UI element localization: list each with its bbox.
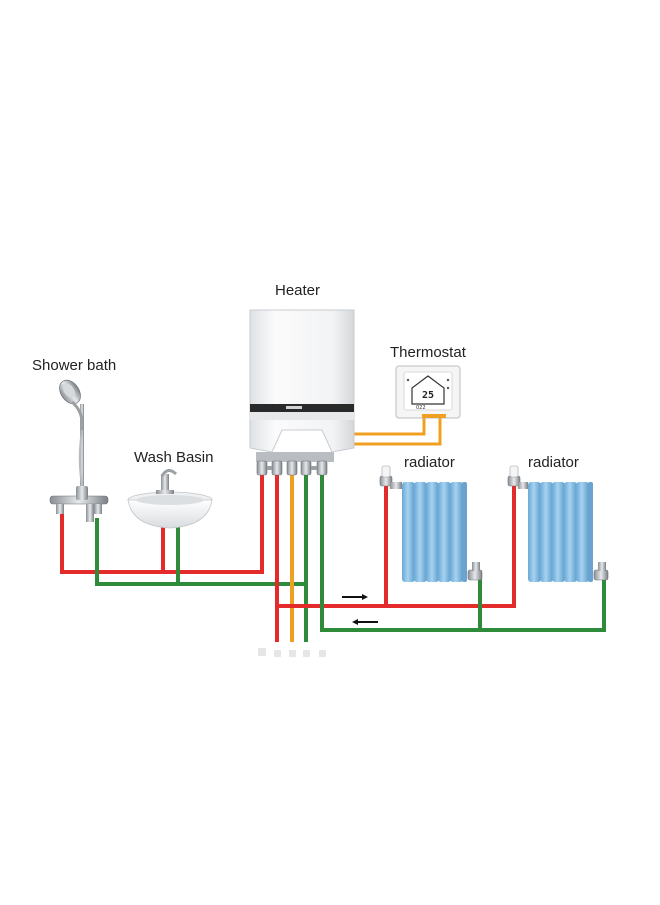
heater-boiler	[249, 309, 355, 476]
thermostat: 25 022	[395, 365, 461, 419]
arrow-left-icon	[352, 619, 378, 625]
pipe-network	[60, 412, 606, 642]
return-pipe-domestic	[95, 518, 308, 586]
heater-logo	[286, 406, 302, 409]
radiator-2-label: radiator	[528, 454, 579, 471]
radiator-2	[507, 465, 609, 582]
shower-label: Shower bath	[32, 357, 117, 374]
radiator-1	[379, 465, 483, 582]
arrow-right-icon	[342, 594, 368, 600]
heater-valves	[256, 460, 328, 476]
thermostat-label: Thermostat	[390, 344, 466, 361]
wash-basin-label: Wash Basin	[134, 449, 214, 466]
thermostat-setpoint: 022	[416, 405, 426, 411]
thermostat-temperature: 25	[422, 390, 434, 401]
control-wire-lower	[339, 412, 442, 446]
shower-bath	[49, 379, 109, 522]
pipe-tails	[258, 648, 326, 657]
control-wire-upper	[339, 412, 426, 436]
radiator-1-label: radiator	[404, 454, 455, 471]
heater-label: Heater	[275, 282, 321, 299]
heating-return-pipe	[320, 468, 606, 632]
wash-basin	[127, 469, 213, 529]
